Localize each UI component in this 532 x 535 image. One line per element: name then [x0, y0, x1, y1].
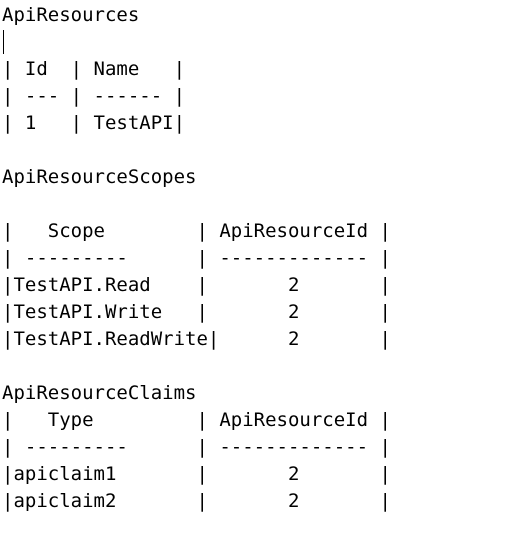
blank-line [2, 191, 391, 218]
claims-table-header: | Type | ApiResourceId | [2, 409, 391, 431]
scopes-table-separator: | --------- | ------------- | [2, 247, 391, 269]
blank-line [2, 29, 391, 56]
claims-table-row: |apiclaim1 | 2 | [2, 463, 391, 485]
scopes-table-header: | Scope | ApiResourceId | [2, 220, 391, 242]
heading-api-resources: ApiResources [2, 4, 140, 26]
resources-table-row: | 1 | TestAPI| [2, 112, 186, 134]
resources-table-separator: | --- | ------ | [2, 85, 186, 107]
claims-table-row: |apiclaim2 | 2 | [2, 490, 391, 512]
resources-table-header: | Id | Name | [2, 58, 186, 80]
claims-table-separator: | --------- | ------------- | [2, 436, 391, 458]
markdown-document: ApiResources | Id | Name | | --- | -----… [2, 2, 391, 515]
blank-line [2, 137, 391, 164]
scopes-table-row: |TestAPI.Read | 2 | [2, 274, 391, 296]
blank-line [2, 353, 391, 380]
text-cursor [3, 30, 4, 54]
heading-api-resource-scopes: ApiResourceScopes [2, 166, 197, 188]
heading-api-resource-claims: ApiResourceClaims [2, 382, 197, 404]
scopes-table-row: |TestAPI.ReadWrite| 2 | [2, 328, 391, 350]
scopes-table-row: |TestAPI.Write | 2 | [2, 301, 391, 323]
